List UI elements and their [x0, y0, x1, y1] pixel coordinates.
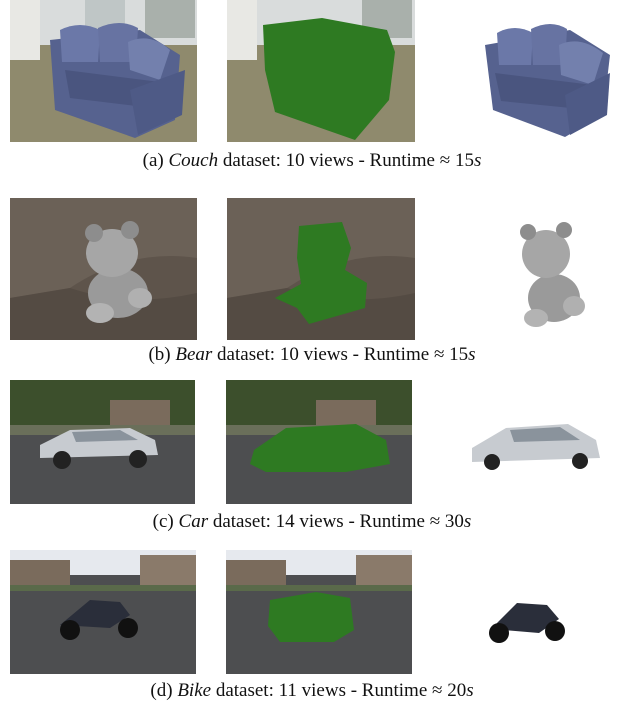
car-segmented-image [468, 418, 603, 473]
car-input-image [10, 380, 195, 504]
figure-bike: (d) Bike dataset: 11 views - Runtime ≈ 2… [0, 550, 624, 707]
couch-input-image [10, 0, 197, 142]
bear-input-image [10, 198, 197, 340]
figure-couch: (a) Couch dataset: 10 views - Runtime ≈ … [0, 0, 624, 178]
bike-caption: (d) Bike dataset: 11 views - Runtime ≈ 2… [150, 680, 474, 701]
bear-caption: (b) Bear dataset: 10 views - Runtime ≈ 1… [148, 344, 476, 365]
couch-caption: (a) Couch dataset: 10 views - Runtime ≈ … [142, 150, 482, 171]
bear-mask-image [227, 198, 415, 340]
figure-car: (c) Car dataset: 14 views - Runtime ≈ 30… [0, 380, 624, 540]
car-caption: (c) Car dataset: 14 views - Runtime ≈ 30… [152, 511, 472, 532]
figure-bear: (b) Bear dataset: 10 views - Runtime ≈ 1… [0, 198, 624, 373]
car-mask-image [226, 380, 412, 504]
bike-segmented-image [485, 595, 567, 645]
couch-mask-image [227, 0, 415, 142]
couch-segmented-image [475, 15, 615, 140]
bike-input-image [10, 550, 196, 674]
bear-segmented-image [510, 218, 590, 333]
bike-mask-image [226, 550, 412, 674]
